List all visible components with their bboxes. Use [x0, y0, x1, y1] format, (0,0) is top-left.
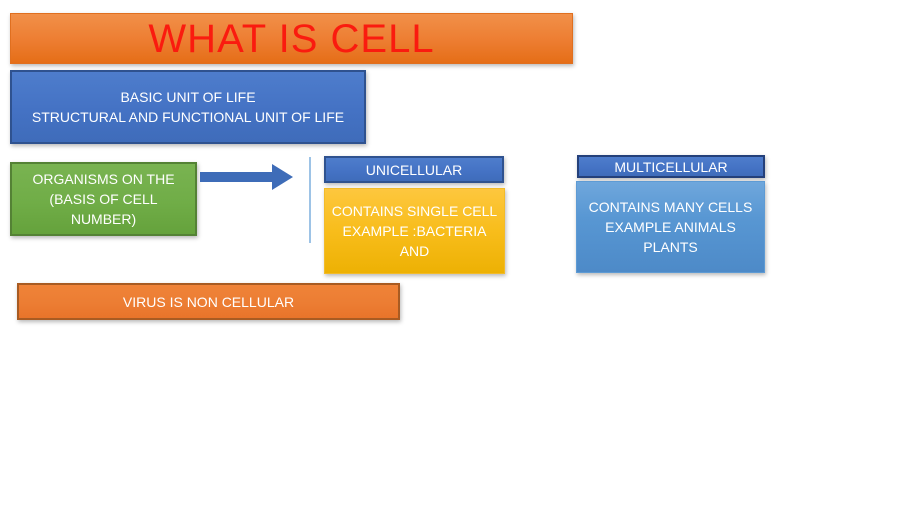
definition-box: BASIC UNIT OF LIFE STRUCTURAL AND FUNCTI…: [10, 70, 366, 144]
unicellular-line-3: AND: [399, 243, 430, 259]
divider-line: [309, 157, 311, 243]
organisms-line-1: ORGANISMS ON THE: [32, 171, 175, 187]
definition-line-2: STRUCTURAL AND FUNCTIONAL UNIT OF LIFE: [31, 109, 345, 125]
multicellular-header-label: MULTICELLULAR: [614, 158, 728, 175]
multicellular-line-3: PLANTS: [643, 239, 698, 255]
page-title: WHAT IS CELL: [148, 16, 435, 61]
unicellular-detail-box: CONTAINS SINGLE CELL EXAMPLE :BACTERIA A…: [324, 188, 505, 274]
unicellular-header-label: UNICELLULAR: [365, 161, 463, 178]
unicellular-line-1: CONTAINS SINGLE CELL: [331, 203, 498, 219]
multicellular-line-1: CONTAINS MANY CELLS: [588, 199, 753, 215]
unicellular-line-2: EXAMPLE :BACTERIA: [342, 223, 487, 239]
unicellular-header: UNICELLULAR: [324, 156, 504, 183]
multicellular-detail-box: CONTAINS MANY CELLS EXAMPLE ANIMALS PLAN…: [576, 181, 765, 273]
multicellular-header: MULTICELLULAR: [577, 155, 765, 178]
virus-box: VIRUS IS NON CELLULAR: [17, 283, 400, 320]
virus-label: VIRUS IS NON CELLULAR: [122, 293, 295, 310]
organisms-line-3: NUMBER): [70, 211, 137, 227]
title-banner: WHAT IS CELL: [10, 13, 573, 64]
organisms-box: ORGANISMS ON THE (BASIS OF CELL NUMBER): [10, 162, 197, 236]
right-arrow-icon: [200, 164, 293, 190]
organisms-line-2: (BASIS OF CELL: [49, 191, 158, 207]
definition-line-1: BASIC UNIT OF LIFE: [120, 89, 256, 105]
multicellular-line-2: EXAMPLE ANIMALS: [605, 219, 736, 235]
